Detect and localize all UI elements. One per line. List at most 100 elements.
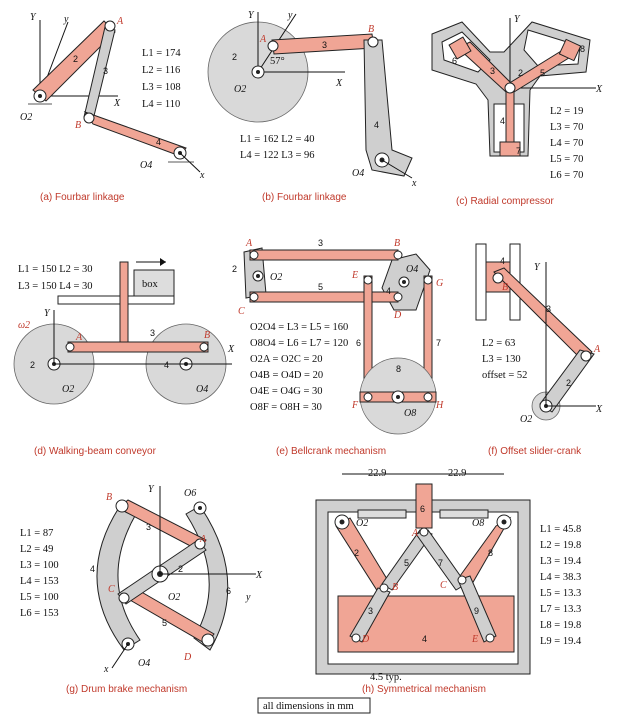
point-C-label: C bbox=[108, 584, 115, 595]
point-D-label: D bbox=[361, 634, 370, 645]
point-O4-label: O4 bbox=[196, 384, 208, 395]
angle-57: 57° bbox=[270, 56, 285, 67]
link-2-number: 2 bbox=[30, 360, 35, 370]
axis-Y-label: Y bbox=[148, 484, 155, 495]
panel-e: A B C D E F G H O2 O4 O8 2 3 4 5 6 7 8 O… bbox=[232, 238, 444, 457]
eq-c-3: L4 = 70 bbox=[550, 138, 583, 149]
link-2-number: 2 bbox=[73, 54, 78, 64]
link-3 bbox=[249, 249, 399, 261]
point-A-label: A bbox=[259, 34, 267, 45]
link-3-number: 3 bbox=[146, 522, 151, 532]
footer-note: all dimensions in mm bbox=[263, 701, 354, 712]
eq-c-1: L2 = 19 bbox=[550, 106, 583, 117]
point-A-label: A bbox=[199, 534, 207, 545]
point-B-label: B bbox=[204, 330, 210, 341]
eq-a-4: L4 = 110 bbox=[142, 99, 180, 110]
dim-right: 22.9 bbox=[448, 468, 466, 479]
link-4-number: 4 bbox=[164, 360, 169, 370]
eq-h-1: L1 = 45.8 bbox=[540, 524, 581, 535]
link-4 bbox=[505, 89, 515, 149]
point-B-label: B bbox=[502, 282, 508, 293]
axis-X-label: X bbox=[113, 98, 121, 109]
eq-g-1: L1 = 87 bbox=[20, 528, 53, 539]
eq-h-4: L4 = 38.3 bbox=[540, 572, 581, 583]
link-4-number: 4 bbox=[386, 286, 391, 296]
axis-X-label: X bbox=[255, 570, 263, 581]
eq-f-2: L3 = 130 bbox=[482, 354, 521, 365]
eq-a-3: L3 = 108 bbox=[142, 82, 181, 93]
link-4 bbox=[363, 39, 413, 177]
eq-g-5: L5 = 100 bbox=[20, 592, 59, 603]
point-O4-label: O4 bbox=[352, 168, 364, 179]
point-A-label: A bbox=[116, 16, 124, 27]
point-A-label: A bbox=[593, 344, 601, 355]
point-O4-label: O4 bbox=[406, 264, 418, 275]
caption-f: (f) Offset slider-crank bbox=[488, 446, 582, 457]
link-2-number: 2 bbox=[518, 68, 523, 78]
link-3 bbox=[493, 267, 593, 361]
point-A-label: A bbox=[245, 238, 253, 249]
point-O8-label: O8 bbox=[404, 408, 416, 419]
eq-a-2: L2 = 116 bbox=[142, 65, 180, 76]
axis-x-label: x bbox=[103, 664, 109, 675]
eq-h-3: L3 = 19.4 bbox=[540, 556, 582, 567]
caption-e: (e) Bellcrank mechanism bbox=[276, 446, 386, 457]
panel-g: Y y X x A B C D O2 O4 O6 2 3 4 5 6 L1 = … bbox=[20, 484, 263, 695]
point-O6-label: O6 bbox=[184, 488, 196, 499]
eq-b-2: L4 = 122 L3 = 96 bbox=[240, 150, 315, 161]
point-A-label: A bbox=[411, 528, 419, 539]
link-3-number: 3 bbox=[318, 238, 323, 248]
link-3-number: 3 bbox=[490, 66, 495, 76]
axis-y-label: y bbox=[287, 10, 293, 21]
point-O2-label: O2 bbox=[520, 414, 532, 425]
link-4-number: 4 bbox=[422, 634, 427, 644]
eq-d-1: L1 = 150 L2 = 30 bbox=[18, 264, 93, 275]
point-E-label: E bbox=[351, 270, 358, 281]
link-9 bbox=[457, 575, 497, 643]
link-3-number: 3 bbox=[546, 304, 551, 314]
link-5-number: 5 bbox=[540, 68, 545, 78]
link-2-number: 2 bbox=[232, 52, 237, 62]
caption-a: (a) Fourbar linkage bbox=[40, 192, 125, 203]
point-C-label: C bbox=[238, 306, 245, 317]
panel-f: Y X A B O2 2 3 4 L2 = 63 L3 = 130 offset… bbox=[475, 243, 603, 457]
eq-e-3: O2A = O2C = 20 bbox=[250, 354, 323, 365]
axis-Y-label: Y bbox=[248, 10, 255, 21]
eq-h-5: L5 = 13.3 bbox=[540, 588, 581, 599]
axis-Y-label: Y bbox=[44, 308, 51, 319]
eq-g-2: L2 = 49 bbox=[20, 544, 53, 555]
point-B-label: B bbox=[75, 120, 81, 131]
point-O4-label: O4 bbox=[140, 160, 152, 171]
eq-c-5: L6 = 70 bbox=[550, 170, 583, 181]
panel-c: Y X 2 3 4 5 6 7 8 L2 = 19 L3 = 70 L4 = 7… bbox=[431, 14, 603, 207]
link-8-number: 8 bbox=[396, 364, 401, 374]
panel-b: Y y X x A B O2 O4 2 3 4 57° L1 = 162 L2 … bbox=[207, 10, 417, 203]
axis-X-label: X bbox=[595, 84, 603, 95]
link-6-number: 6 bbox=[420, 504, 425, 514]
link-8-number: 8 bbox=[580, 44, 585, 54]
point-D-label: D bbox=[393, 310, 402, 321]
point-F-label: F bbox=[351, 400, 359, 411]
caption-b: (b) Fourbar linkage bbox=[262, 192, 347, 203]
eq-g-4: L4 = 153 bbox=[20, 576, 59, 587]
link-4-number: 4 bbox=[500, 256, 505, 266]
box-block bbox=[133, 269, 175, 297]
point-O2-label: O2 bbox=[62, 384, 74, 395]
eq-g-6: L6 = 153 bbox=[20, 608, 59, 619]
panel-a: Y y X x A B O2 O4 2 3 4 L1 = 174 L2 = 11… bbox=[20, 12, 205, 203]
eq-e-1: O2O4 = L3 = L5 = 160 bbox=[250, 322, 348, 333]
eq-h-2: L2 = 19.8 bbox=[540, 540, 581, 551]
point-B-label: B bbox=[368, 24, 374, 35]
link-2-number: 2 bbox=[354, 548, 359, 558]
eq-d-2: L3 = 150 L4 = 30 bbox=[18, 281, 93, 292]
link-7-number: 7 bbox=[436, 338, 441, 348]
link-3-number: 3 bbox=[103, 66, 108, 76]
eq-c-2: L3 = 70 bbox=[550, 122, 583, 133]
link-2-number: 2 bbox=[566, 378, 571, 388]
eq-e-5: O4E = O4G = 30 bbox=[250, 386, 323, 397]
link-6-number: 6 bbox=[226, 586, 231, 596]
axis-Y-label: Y bbox=[30, 12, 37, 23]
point-O2-label: O2 bbox=[20, 112, 32, 123]
axis-X-label: X bbox=[227, 344, 235, 355]
